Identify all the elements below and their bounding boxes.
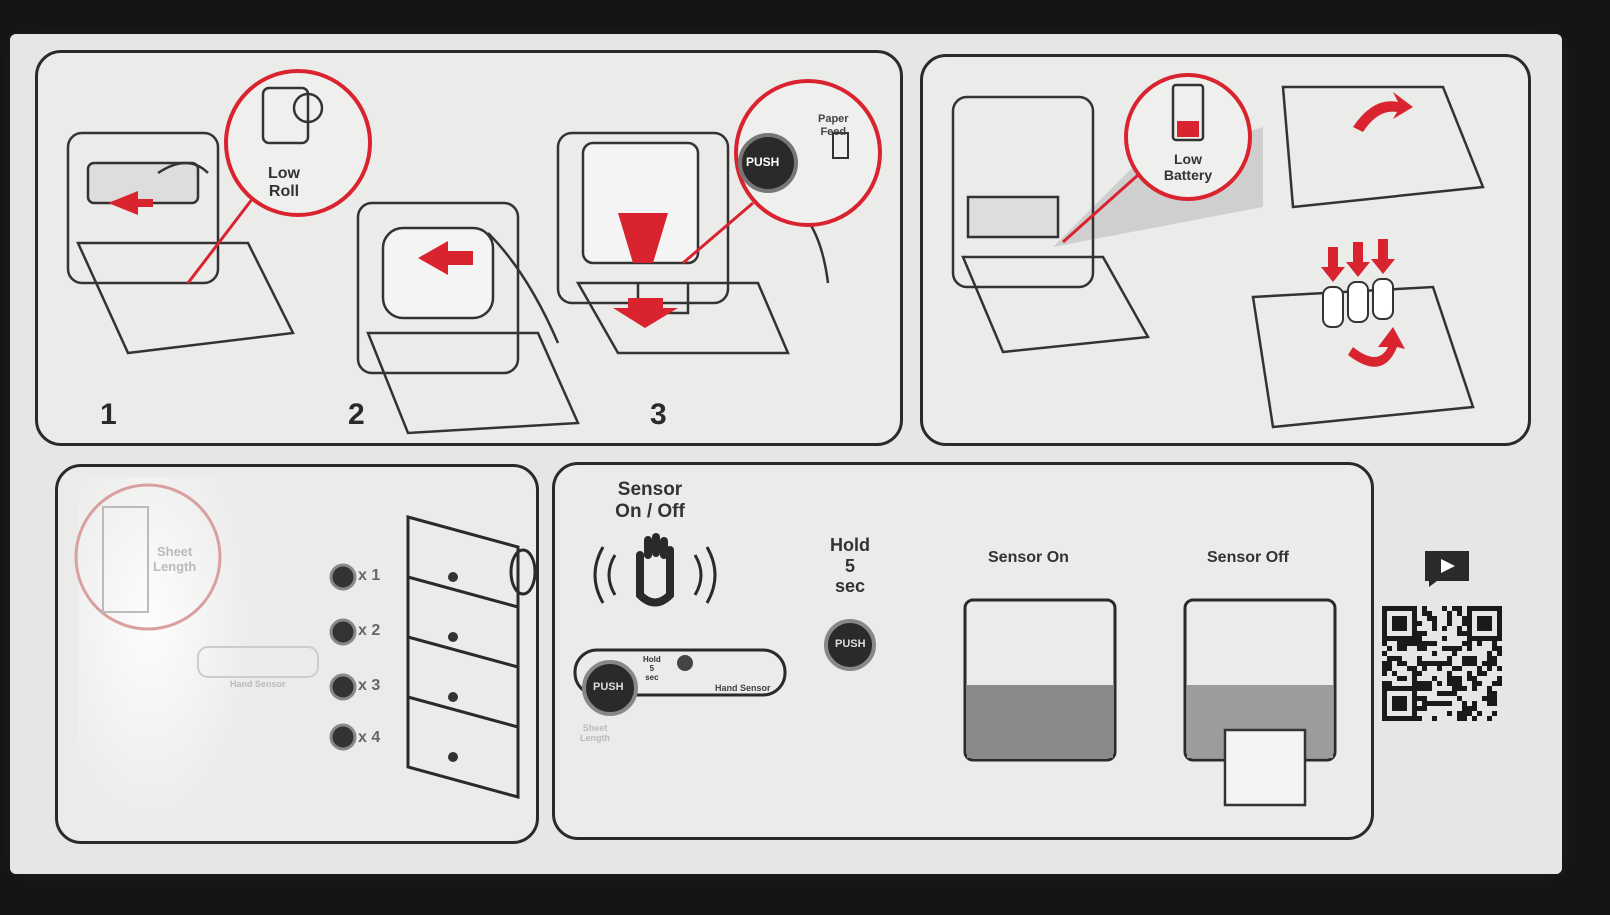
sensor-off-label: Sensor Off [1207, 549, 1289, 566]
refill-panel: Low Roll PUSH Paper Feed 1 2 3 [35, 50, 903, 446]
step-1-number: 1 [100, 398, 117, 431]
sensor-illustration [573, 533, 1337, 807]
sensor-on-off-title: Sensor On / Off [615, 479, 685, 522]
low-battery-label: Low Battery [1163, 151, 1213, 184]
glare [78, 477, 258, 837]
sheet-length-label: Sheet Length [153, 544, 197, 574]
sensor-on-label: Sensor On [988, 549, 1069, 566]
press-count-4: x 4 [358, 729, 381, 746]
sheet-length-panel: Sheet Length Hand Sensor x 1 x 2 x 3 x 4 [55, 464, 539, 844]
mini-push-label: PUSH [593, 681, 624, 693]
mini-hold-label: Hold 5 sec [643, 655, 661, 683]
battery-panel: Low Battery [920, 54, 1531, 446]
press-count-1: x 1 [358, 567, 381, 584]
video-icon [1425, 551, 1469, 587]
refill-illustration [66, 69, 882, 435]
hold-5-sec-label: Hold 5 sec [830, 535, 870, 597]
qr-code[interactable] [1382, 606, 1502, 721]
mini-hand-sensor-label: Hand Sensor [715, 683, 771, 693]
low-roll-label: Low Roll [268, 165, 300, 201]
push-button-label: PUSH [835, 638, 866, 650]
press-count-2: x 2 [358, 622, 381, 639]
instruction-label: Low Roll PUSH Paper Feed 1 2 3 [10, 34, 1562, 874]
hand-sensor-label: Hand Sensor [230, 679, 286, 689]
battery-illustration [951, 73, 1485, 429]
step-2-number: 2 [348, 398, 365, 431]
paper-feed-label: Paper Feed [818, 113, 849, 138]
sheet-length-illustration [74, 483, 536, 799]
mini-sheet-length-label: Sheet Length [580, 723, 610, 744]
push-button-label: PUSH [746, 155, 780, 169]
sensor-panel: Sensor On / Off Hold 5 sec PUSH PUSH Hol… [552, 462, 1374, 840]
step-3-number: 3 [650, 398, 667, 431]
press-count-3: x 3 [358, 677, 381, 694]
